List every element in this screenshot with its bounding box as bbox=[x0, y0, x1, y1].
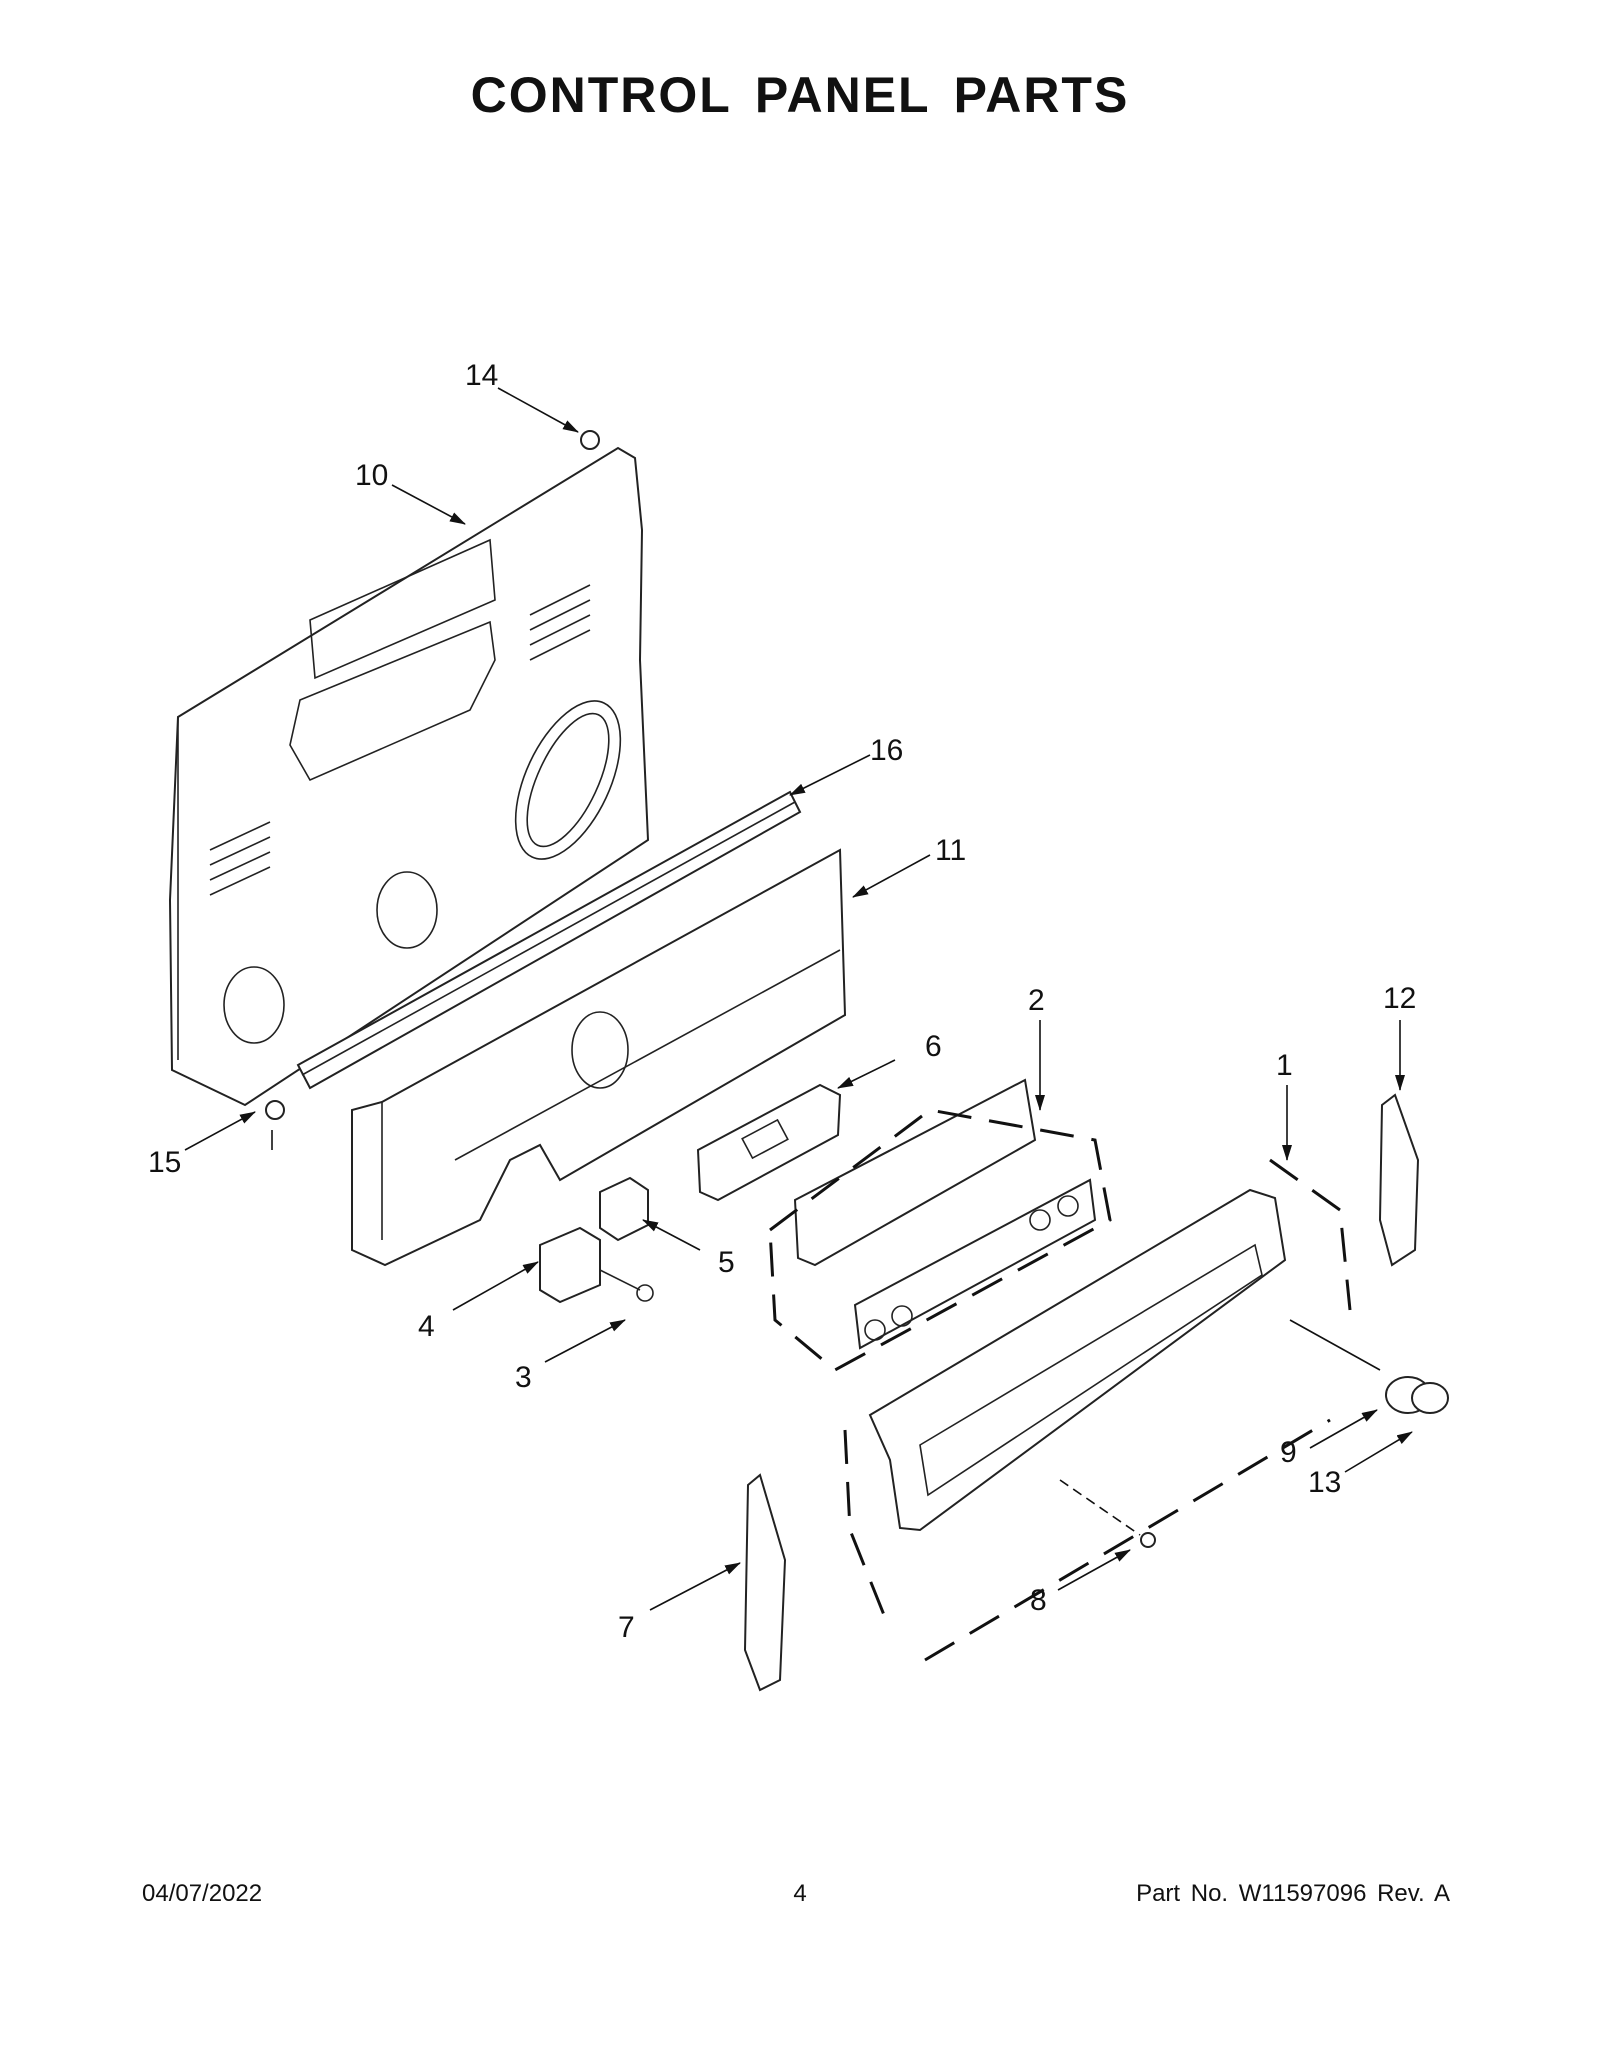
touch-panel-part bbox=[793, 1078, 1097, 1350]
support-rail-part bbox=[296, 790, 802, 1090]
callout-7: 7 bbox=[618, 1611, 635, 1644]
footer-date: 04/07/2022 bbox=[142, 1880, 263, 1907]
rear-panel-part bbox=[168, 446, 650, 1107]
callout-12: 12 bbox=[1383, 982, 1416, 1015]
footer-part-number: Part No. W11597096 Rev. A bbox=[1136, 1880, 1450, 1907]
callout-10: 10 bbox=[355, 459, 388, 492]
screw-part-8 bbox=[1059, 1479, 1156, 1548]
page-title: CONTROL PANEL PARTS bbox=[470, 67, 1130, 123]
callout-4: 4 bbox=[418, 1310, 435, 1343]
callout-16: 16 bbox=[870, 734, 903, 767]
callout-1: 1 bbox=[1276, 1049, 1293, 1082]
console-dashed-group bbox=[843, 1158, 1352, 1662]
control-board-part bbox=[696, 1083, 842, 1202]
callout-5: 5 bbox=[718, 1246, 735, 1279]
callout-8: 8 bbox=[1030, 1584, 1047, 1617]
right-end-bracket-part bbox=[1378, 1093, 1420, 1267]
callout-13: 13 bbox=[1308, 1466, 1341, 1499]
infinite-switch-part bbox=[539, 1226, 654, 1304]
callout-15: 15 bbox=[148, 1146, 181, 1179]
switch-part bbox=[599, 1176, 649, 1242]
knob-part bbox=[1289, 1319, 1449, 1414]
callout-3: 3 bbox=[515, 1361, 532, 1394]
callout-9: 9 bbox=[1280, 1436, 1297, 1469]
footer-page-number: 4 bbox=[793, 1880, 807, 1907]
console-part bbox=[868, 1188, 1287, 1532]
callout-2: 2 bbox=[1028, 984, 1045, 1017]
leader-arrows bbox=[184, 387, 1413, 1611]
screw-part-15 bbox=[265, 1100, 285, 1120]
touch-panel-dashed-group bbox=[768, 1108, 1112, 1372]
screw-part-14 bbox=[580, 430, 600, 450]
callout-6: 6 bbox=[925, 1030, 942, 1063]
left-end-bracket-part bbox=[743, 1473, 787, 1692]
callout-11: 11 bbox=[935, 834, 966, 867]
callout-14: 14 bbox=[465, 359, 498, 392]
control-bracket-part bbox=[351, 848, 847, 1267]
callout-labels: 14 10 16 11 12 2 1 6 15 5 4 3 9 13 8 7 bbox=[148, 359, 1416, 1644]
